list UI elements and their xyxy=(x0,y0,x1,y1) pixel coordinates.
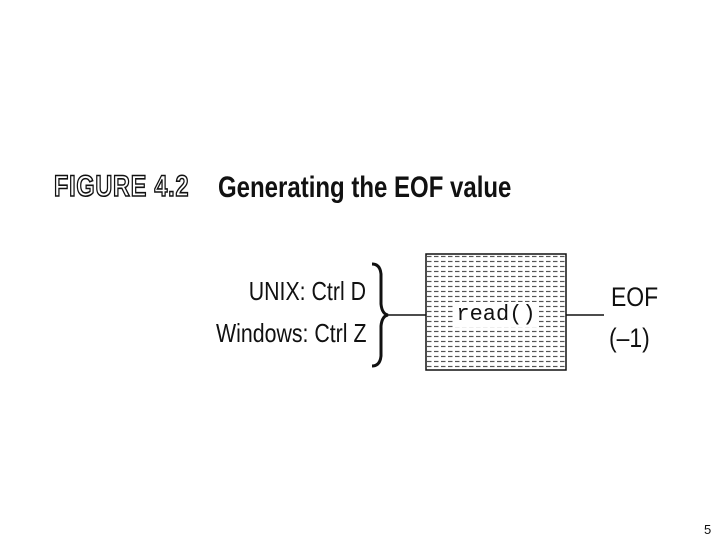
read-function-label-box: read() xyxy=(426,254,566,370)
figure-title: Generating the EOF value xyxy=(218,171,512,204)
output-eof-value: (–1) xyxy=(609,323,650,353)
page-number: 5 xyxy=(704,522,712,537)
read-function-label: read() xyxy=(453,301,539,327)
input-brace xyxy=(371,262,389,368)
figure-label: FIGURE 4.2 xyxy=(53,169,190,204)
output-eof-label: EOF xyxy=(611,282,659,312)
input-windows-ctrl-z: Windows: Ctrl Z xyxy=(215,318,366,348)
input-unix-ctrl-d: UNIX: Ctrl D xyxy=(248,276,366,306)
